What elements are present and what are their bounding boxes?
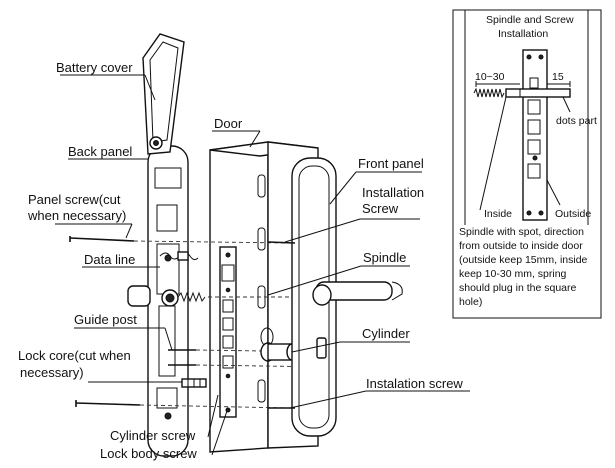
inset-note-line: from outside to inside door (459, 240, 583, 252)
battery-cover (142, 33, 185, 155)
inset-note-line: should plug in the square (459, 282, 576, 294)
inset-note-line: hole) (459, 296, 482, 308)
label-guide-post: Guide post (74, 312, 137, 327)
label-data-line: Data line (84, 252, 135, 267)
callout-labels: Battery cover Back panel Panel screw(cut… (18, 60, 463, 461)
lock-core (181, 378, 207, 388)
inset-inside: Inside (484, 208, 512, 220)
inset-dots-part: dots part (556, 115, 597, 127)
inset-title-1: Spindle and Screw (486, 14, 574, 26)
label-installation-screw-2: Screw (362, 201, 399, 216)
inset-outside: Outside (555, 208, 591, 220)
label-spindle: Spindle (363, 250, 406, 265)
front-panel (291, 157, 403, 437)
label-back-panel: Back panel (68, 144, 132, 159)
label-installation-screw-1: Installation (362, 185, 424, 200)
label-front-panel: Front panel (358, 156, 424, 171)
panel-screws (69, 236, 291, 409)
lock-body-plate (219, 246, 237, 418)
inset-dim-left: 10~30 (475, 71, 505, 83)
inset-note-line: Spindle with spot, direction (459, 226, 584, 238)
inset-dim-right: 15 (552, 71, 564, 83)
inset-labels: Spindle and Screw Installation 10~30 15 … (459, 14, 597, 308)
inset-box (452, 9, 602, 319)
label-lock-core-2: necessary) (20, 365, 84, 380)
back-panel (127, 145, 189, 457)
label-lock-body-screw: Lock body screw (100, 446, 197, 461)
label-lock-core-1: Lock core(cut when (18, 348, 131, 363)
label-cylinder: Cylinder (362, 326, 410, 341)
inset-note-line: (outside keep 15mm, inside (459, 254, 588, 266)
inset-note-line: keep 10-30 mm, spring (459, 268, 567, 280)
inset-title-2: Installation (498, 28, 548, 40)
label-panel-screw-1: Panel screw(cut (28, 192, 121, 207)
guide-posts (168, 349, 331, 368)
label-battery-cover: Battery cover (56, 60, 133, 75)
label-door: Door (214, 116, 243, 131)
data-line (159, 251, 199, 261)
label-panel-screw-2: when necessary) (27, 208, 126, 223)
label-instalation-screw: Instalation screw (366, 376, 463, 391)
leader-lines (55, 74, 470, 456)
label-cylinder-screw: Cylinder screw (110, 428, 196, 443)
spindle-spring (177, 291, 300, 303)
